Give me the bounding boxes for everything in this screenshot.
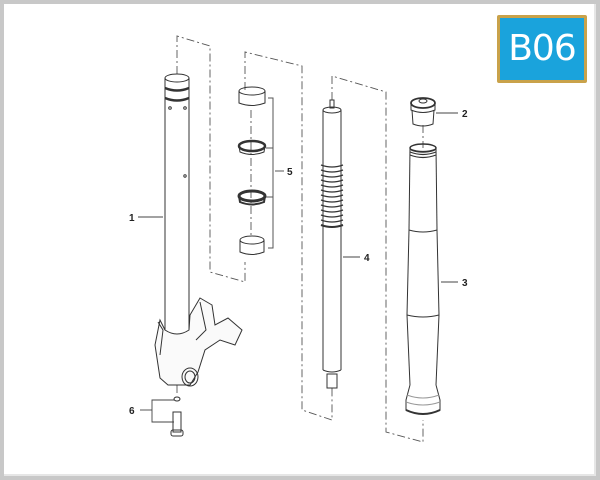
part-1-outer-tube xyxy=(154,73,243,387)
callout-5: 5 xyxy=(287,167,293,178)
part-6-bolt-washer xyxy=(170,396,184,437)
section-code-badge: B06 xyxy=(497,15,587,83)
callout-labels: 1 2 3 4 5 6 xyxy=(129,109,468,417)
assembly-guide-lines xyxy=(176,35,424,443)
part-4-damper-cartridge xyxy=(320,99,344,389)
part-3-inner-tube xyxy=(405,143,441,415)
callout-3: 3 xyxy=(462,278,468,289)
leader-lines xyxy=(138,112,458,423)
callout-6: 6 xyxy=(129,406,135,417)
callout-1: 1 xyxy=(129,213,135,224)
callout-2: 2 xyxy=(462,109,468,120)
part-2-fork-cap xyxy=(410,97,436,127)
part-5-bushings-seals xyxy=(237,86,274,255)
callout-4: 4 xyxy=(364,253,370,264)
